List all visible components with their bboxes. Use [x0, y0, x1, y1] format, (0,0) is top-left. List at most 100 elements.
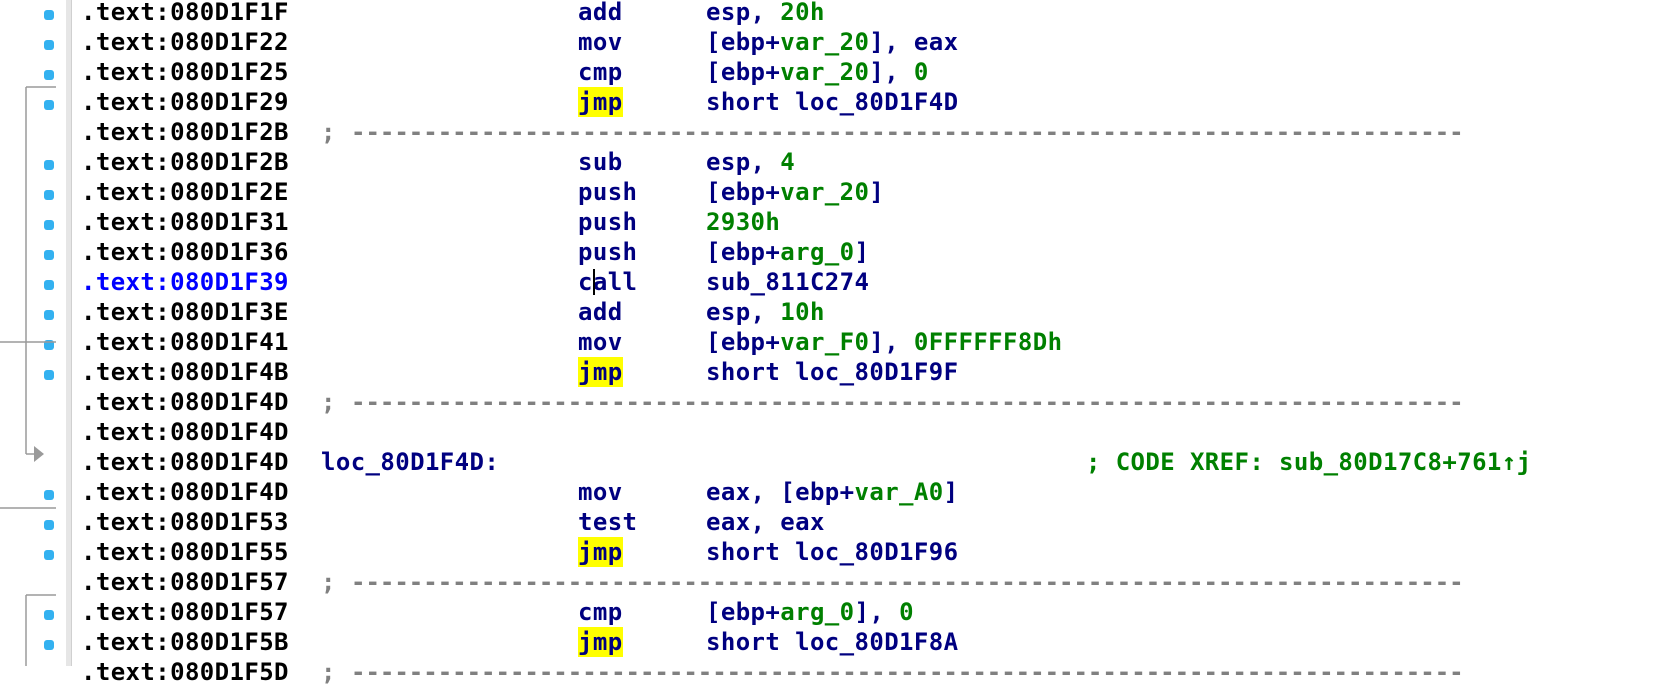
- mnemonic[interactable]: add: [578, 0, 623, 26]
- operands[interactable]: [ebp+arg_0], 0: [706, 597, 914, 627]
- operand-token[interactable]: ]: [943, 478, 959, 506]
- breakpoint-dot-icon[interactable]: [44, 310, 54, 320]
- breakpoint-dot-icon[interactable]: [44, 610, 54, 620]
- mnemonic[interactable]: jmp: [578, 537, 623, 567]
- mnemonic[interactable]: mov: [578, 478, 623, 506]
- address[interactable]: .text:080D1F36: [81, 238, 289, 266]
- mnemonic[interactable]: cmp: [578, 58, 623, 86]
- address[interactable]: .text:080D1F57: [81, 598, 289, 626]
- breakpoint-dot-icon[interactable]: [44, 10, 54, 20]
- instruction-line[interactable]: .text:080D1F22 mov [ebp+var_20], eax: [81, 27, 1661, 57]
- operand-token[interactable]: ],: [869, 58, 914, 86]
- operands[interactable]: esp, 4: [706, 147, 795, 177]
- operand-number[interactable]: var_F0: [780, 328, 870, 356]
- instruction-line[interactable]: .text:080D1F1F add esp, 20h: [81, 0, 1661, 27]
- operands[interactable]: eax, eax: [706, 507, 825, 537]
- operand-token[interactable]: eax, eax: [706, 508, 825, 536]
- breakpoint-dot-icon[interactable]: [44, 70, 54, 80]
- address[interactable]: .text:080D1F53: [81, 508, 289, 536]
- mnemonic[interactable]: sub: [578, 148, 623, 176]
- operands[interactable]: [ebp+var_20], eax: [706, 27, 958, 57]
- operand-token[interactable]: short loc_80D1F4D: [706, 88, 959, 116]
- address[interactable]: .text:080D1F41: [81, 328, 289, 356]
- operand-token[interactable]: [ebp+: [706, 328, 781, 356]
- operand-number[interactable]: var_A0: [854, 478, 944, 506]
- mnemonic[interactable]: push: [578, 208, 638, 236]
- operand-number[interactable]: var_20: [780, 58, 870, 86]
- operand-token[interactable]: esp,: [706, 148, 781, 176]
- operands[interactable]: short loc_80D1F8A: [706, 627, 958, 657]
- operands[interactable]: esp, 20h: [706, 0, 825, 27]
- address[interactable]: .text:080D1F4D: [81, 418, 289, 446]
- breakpoint-dot-icon[interactable]: [44, 640, 54, 650]
- operand-token[interactable]: [ebp+: [706, 28, 781, 56]
- address[interactable]: .text:080D1F22: [81, 28, 289, 56]
- operand-token[interactable]: ]: [869, 178, 885, 206]
- breakpoint-dot-icon[interactable]: [44, 490, 54, 500]
- address[interactable]: .text:080D1F5D: [81, 658, 289, 686]
- gutter-divider[interactable]: [66, 0, 72, 666]
- address[interactable]: .text:080D1F4D: [81, 388, 289, 416]
- operand-token[interactable]: short loc_80D1F96: [706, 538, 959, 566]
- code-label[interactable]: loc_80D1F4D:: [321, 448, 500, 476]
- breakpoint-dot-icon[interactable]: [44, 520, 54, 530]
- mnemonic[interactable]: jmp: [578, 627, 623, 657]
- address[interactable]: .text:080D1F57: [81, 568, 289, 596]
- separator-line[interactable]: .text:080D1F2B;-------------------------…: [81, 117, 1661, 147]
- flow-gutter[interactable]: [0, 0, 78, 666]
- address[interactable]: .text:080D1F1F: [81, 0, 289, 26]
- operands[interactable]: short loc_80D1F96: [706, 537, 958, 567]
- mnemonic[interactable]: call: [578, 268, 638, 296]
- separator-line[interactable]: .text:080D1F5D;-------------------------…: [81, 657, 1661, 687]
- breakpoint-dot-icon[interactable]: [44, 250, 54, 260]
- operand-number[interactable]: 0: [899, 598, 914, 626]
- breakpoint-dot-icon[interactable]: [44, 220, 54, 230]
- address[interactable]: .text:080D1F5B: [81, 628, 289, 656]
- breakpoint-dot-icon[interactable]: [44, 160, 54, 170]
- mnemonic[interactable]: mov: [578, 328, 623, 356]
- operands[interactable]: [ebp+var_20]: [706, 177, 884, 207]
- address[interactable]: .text:080D1F2B: [81, 148, 289, 176]
- address[interactable]: .text:080D1F25: [81, 58, 289, 86]
- breakpoint-dot-icon[interactable]: [44, 280, 54, 290]
- operand-number[interactable]: 10h: [780, 298, 825, 326]
- address[interactable]: .text:080D1F39: [81, 268, 289, 296]
- operands[interactable]: [ebp+var_F0], 0FFFFFF8Dh: [706, 327, 1062, 357]
- operand-token[interactable]: [ebp+: [706, 58, 781, 86]
- separator-line[interactable]: .text:080D1F57;-------------------------…: [81, 567, 1661, 597]
- address[interactable]: .text:080D1F2B: [81, 118, 289, 146]
- operand-token[interactable]: ], eax: [869, 28, 959, 56]
- operand-number[interactable]: 2930h: [706, 208, 781, 236]
- operand-number[interactable]: arg_0: [780, 238, 855, 266]
- operand-token[interactable]: esp,: [706, 0, 781, 26]
- operand-token[interactable]: [ebp+: [706, 598, 781, 626]
- operand-token[interactable]: esp,: [706, 298, 781, 326]
- mnemonic[interactable]: mov: [578, 28, 623, 56]
- operands[interactable]: [ebp+arg_0]: [706, 237, 869, 267]
- address[interactable]: .text:080D1F4D: [81, 448, 289, 476]
- instruction-line[interactable]: .text:080D1F2B sub esp, 4: [81, 147, 1661, 177]
- mnemonic[interactable]: add: [578, 298, 623, 326]
- address[interactable]: .text:080D1F29: [81, 88, 289, 116]
- breakpoint-dot-icon[interactable]: [44, 550, 54, 560]
- operand-number[interactable]: var_20: [780, 178, 870, 206]
- address[interactable]: .text:080D1F4B: [81, 358, 289, 386]
- operands[interactable]: 2930h: [706, 207, 780, 237]
- instruction-line[interactable]: .text:080D1F41 mov [ebp+var_F0], 0FFFFFF8D…: [81, 327, 1661, 357]
- operand-token[interactable]: sub_811C274: [706, 268, 870, 296]
- address[interactable]: .text:080D1F2E: [81, 178, 289, 206]
- operand-number[interactable]: var_20: [780, 28, 870, 56]
- separator-line[interactable]: .text:080D1F4D;-------------------------…: [81, 387, 1661, 417]
- operand-number[interactable]: 0: [913, 58, 929, 86]
